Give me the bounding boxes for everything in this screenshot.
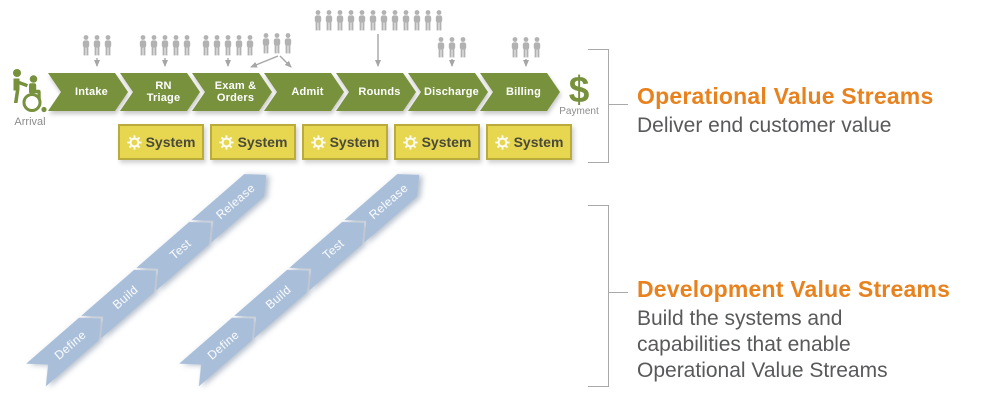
system-label: System [329,134,380,150]
development-bracket-tick [608,292,628,293]
person-icon [139,35,147,56]
person-icon [391,10,399,31]
wheelchair-icon [13,69,47,113]
person-icon [435,10,443,31]
people-group [510,37,542,58]
step-billing: Billing [480,73,560,111]
person-icon [380,10,388,31]
development-text-block: Development Value Streams Build the syst… [637,276,950,384]
person-icon [437,37,445,58]
development-value-stream: Define Build Test Release [26,164,276,387]
person-icon [262,33,270,54]
person-icon [413,10,421,31]
person-icon [273,33,281,54]
system-box: System [394,124,480,160]
system-label: System [421,134,472,150]
person-icon [213,35,221,56]
person-icon [246,35,254,56]
operational-title: Operational Value Streams [637,83,934,109]
person-icon [183,35,191,56]
dollar-icon: $ [568,69,590,110]
person-icon [369,10,377,31]
operational-value-stream: Intake RN Triage Exam & Orders Admit Rou… [48,73,560,111]
dev-step-label: Release [213,180,258,223]
development-subtitle: Build the systems and capabilities that … [637,307,888,382]
person-icon [161,35,169,56]
person-icon [402,10,410,31]
person-icon [172,35,180,56]
dev-step-define: Define [179,307,264,386]
person-icon [82,35,90,56]
people-group [81,35,113,56]
step-label: Rounds [358,85,401,98]
development-bracket [588,205,609,387]
person-icon [224,35,232,56]
dev-step-label: Test [167,236,195,263]
dev-step-label: Define [51,327,89,363]
system-label: System [513,134,564,150]
person-icon [325,10,333,31]
people-group [261,33,293,54]
step-exam-orders: Exam & Orders [192,73,272,111]
dev-step-define: Define [26,307,111,386]
people-group [313,10,444,31]
person-icon [202,35,210,56]
system-label: System [145,134,196,150]
gear-icon [218,134,234,150]
step-label: Discharge [424,85,479,98]
person-icon [93,35,101,56]
step-admit: Admit [264,73,344,111]
system-box: System [118,124,204,160]
gear-icon [126,134,142,150]
person-icon [314,10,322,31]
person-icon [150,35,158,56]
dev-step-label: Release [366,180,411,223]
person-icon [511,37,519,58]
person-icon [358,10,366,31]
person-icon [347,10,355,31]
step-label: Exam & Orders [214,79,257,104]
people-group [201,35,255,56]
step-rounds: Rounds [336,73,416,111]
payment-label: Payment [559,106,599,117]
dev-step-label: Test [320,236,348,263]
development-title: Development Value Streams [637,276,951,302]
person-icon [522,37,530,58]
person-icon [448,37,456,58]
step-intake: Intake [48,73,128,111]
step-rn-triage: RN Triage [120,73,200,111]
system-label: System [237,134,288,150]
gear-icon [310,134,326,150]
operational-bracket-tick [608,104,628,105]
person-icon [284,33,292,54]
person-icon [336,10,344,31]
payment-endpoint: $ Payment [556,71,602,117]
people-group [436,37,468,58]
step-label: RN Triage [146,79,181,104]
step-label: Billing [505,85,541,98]
people-group [138,35,192,56]
arrival-label: Arrival [14,116,46,128]
person-icon [235,35,243,56]
system-box: System [302,124,388,160]
system-box: System [486,124,572,160]
person-icon [459,37,467,58]
operational-text-block: Operational Value Streams Deliver end cu… [637,83,933,139]
dev-step-label: Build [110,282,141,312]
arrival-endpoint: Arrival [4,68,56,128]
step-discharge: Discharge [408,73,488,111]
gear-icon [402,134,418,150]
operational-subtitle: Deliver end customer value [637,114,892,137]
system-box: System [210,124,296,160]
person-icon [104,35,112,56]
person-icon [424,10,432,31]
dev-step-label: Build [263,282,294,312]
person-icon [533,37,541,58]
dev-step-label: Define [204,327,242,363]
system-row: System System System System System [118,124,572,160]
step-label: Admit [291,85,324,98]
operational-bracket [588,49,609,163]
step-label: Intake [75,85,108,98]
gear-icon [494,134,510,150]
